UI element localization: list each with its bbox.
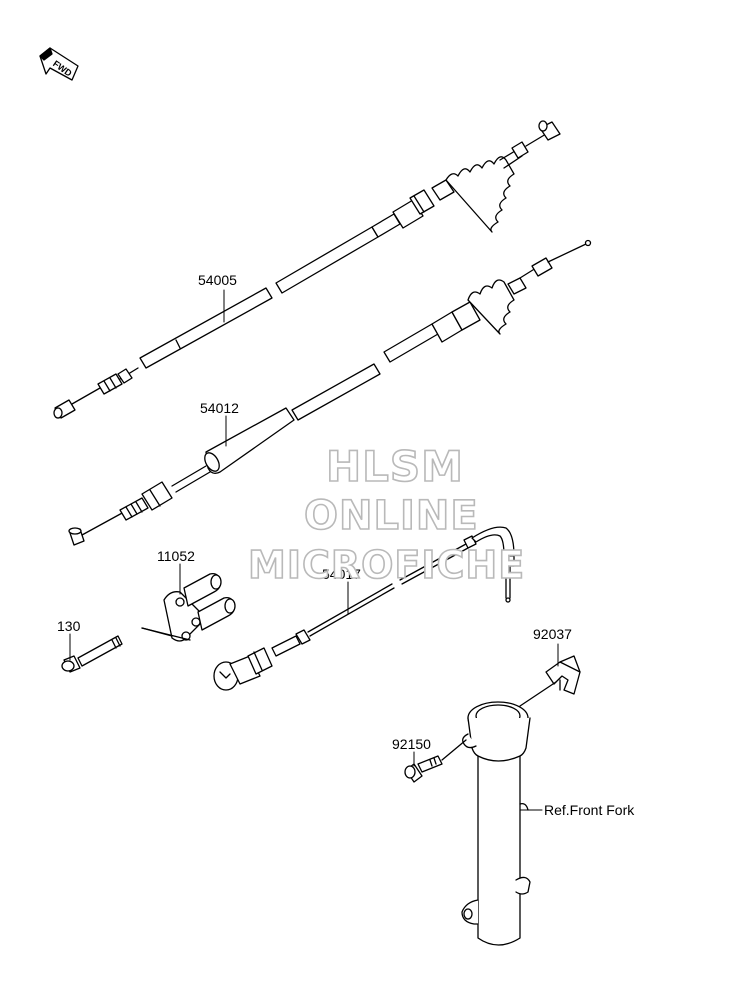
reference-label-front-fork: Ref.Front Fork bbox=[544, 802, 635, 818]
part-label-54005: 54005 bbox=[198, 272, 237, 288]
cable-54005 bbox=[53, 120, 561, 419]
fwd-arrow-icon: FWD bbox=[39, 47, 79, 81]
part-label-92037: 92037 bbox=[533, 626, 572, 642]
bracket-11052 bbox=[141, 572, 236, 642]
watermark-line-1: HLSM bbox=[325, 442, 464, 491]
watermark-line-3: MICROFICHE bbox=[247, 543, 526, 587]
leader-lines bbox=[69, 289, 559, 811]
bolt-130 bbox=[61, 635, 123, 673]
part-label-54017: 54017 bbox=[322, 566, 361, 582]
part-label-92150: 92150 bbox=[392, 736, 431, 752]
clamp-92037 bbox=[545, 655, 581, 695]
front-fork-tube bbox=[441, 681, 557, 946]
bolt-92150 bbox=[404, 755, 443, 783]
cable-54017 bbox=[213, 526, 515, 691]
part-label-54012: 54012 bbox=[200, 400, 239, 416]
part-label-130: 130 bbox=[57, 618, 81, 634]
cable-54012 bbox=[68, 239, 592, 546]
part-label-11052: 11052 bbox=[157, 548, 195, 564]
watermark-line-2: ONLINE bbox=[303, 493, 479, 539]
